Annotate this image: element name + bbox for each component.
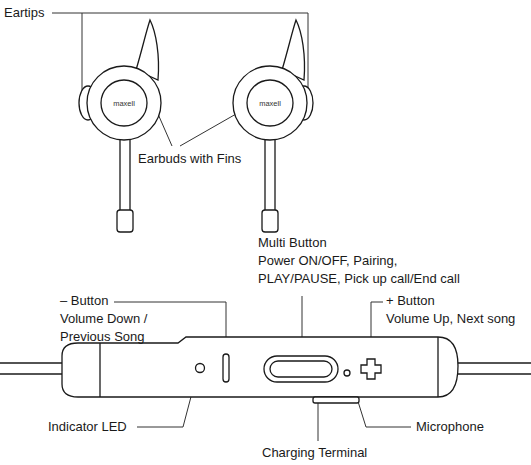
earbud-left-part [117,210,133,232]
indicator-led [196,364,205,373]
multi-button-inner [270,361,332,377]
logo-text: maxell [259,99,281,108]
leader-lines-part [318,401,319,441]
earbud-right-part [262,210,278,232]
remote-control-part [456,362,531,363]
callout-label: Earbuds with Fins [138,150,241,168]
callout-description: Power ON/OFF, Pairing, PLAY/PAUSE, Pick … [258,252,483,288]
microphone-hole [344,370,350,376]
minus-button [223,354,229,382]
callout-label: Indicator LED [48,418,127,436]
callout-label: + Button [386,292,435,310]
earbud-right-part [247,80,293,126]
callout-label: Multi Button [258,234,327,252]
callout-description: Volume Up, Next song [386,310,515,328]
leader-lines-part [82,13,83,92]
logo-text: maxell [113,99,135,108]
charging-terminal [313,397,359,403]
earbud-left-part [87,66,161,140]
leader-lines-part [158,114,172,146]
callout-label: – Button [60,292,108,310]
earbud-left [79,20,161,232]
remote-control-part [0,373,62,374]
callout-description: Volume Down / Previous Song [60,310,160,346]
callout-label: Eartips [4,4,44,22]
earbud-right [233,20,313,232]
remote-control-part [0,362,62,363]
remote-control-part [437,337,438,397]
earbud-right-part [233,66,307,140]
plus-button [361,359,381,379]
remote-control-part [456,373,531,374]
multi-button [264,356,338,382]
callout-label: Microphone [416,418,484,436]
callout-label: Charging Terminal [262,444,367,462]
earbud-left-part [101,80,147,126]
remote-control-part [99,343,100,397]
leader-lines-part [180,114,236,146]
remote-control [0,337,531,403]
remote-control-part [62,337,458,397]
